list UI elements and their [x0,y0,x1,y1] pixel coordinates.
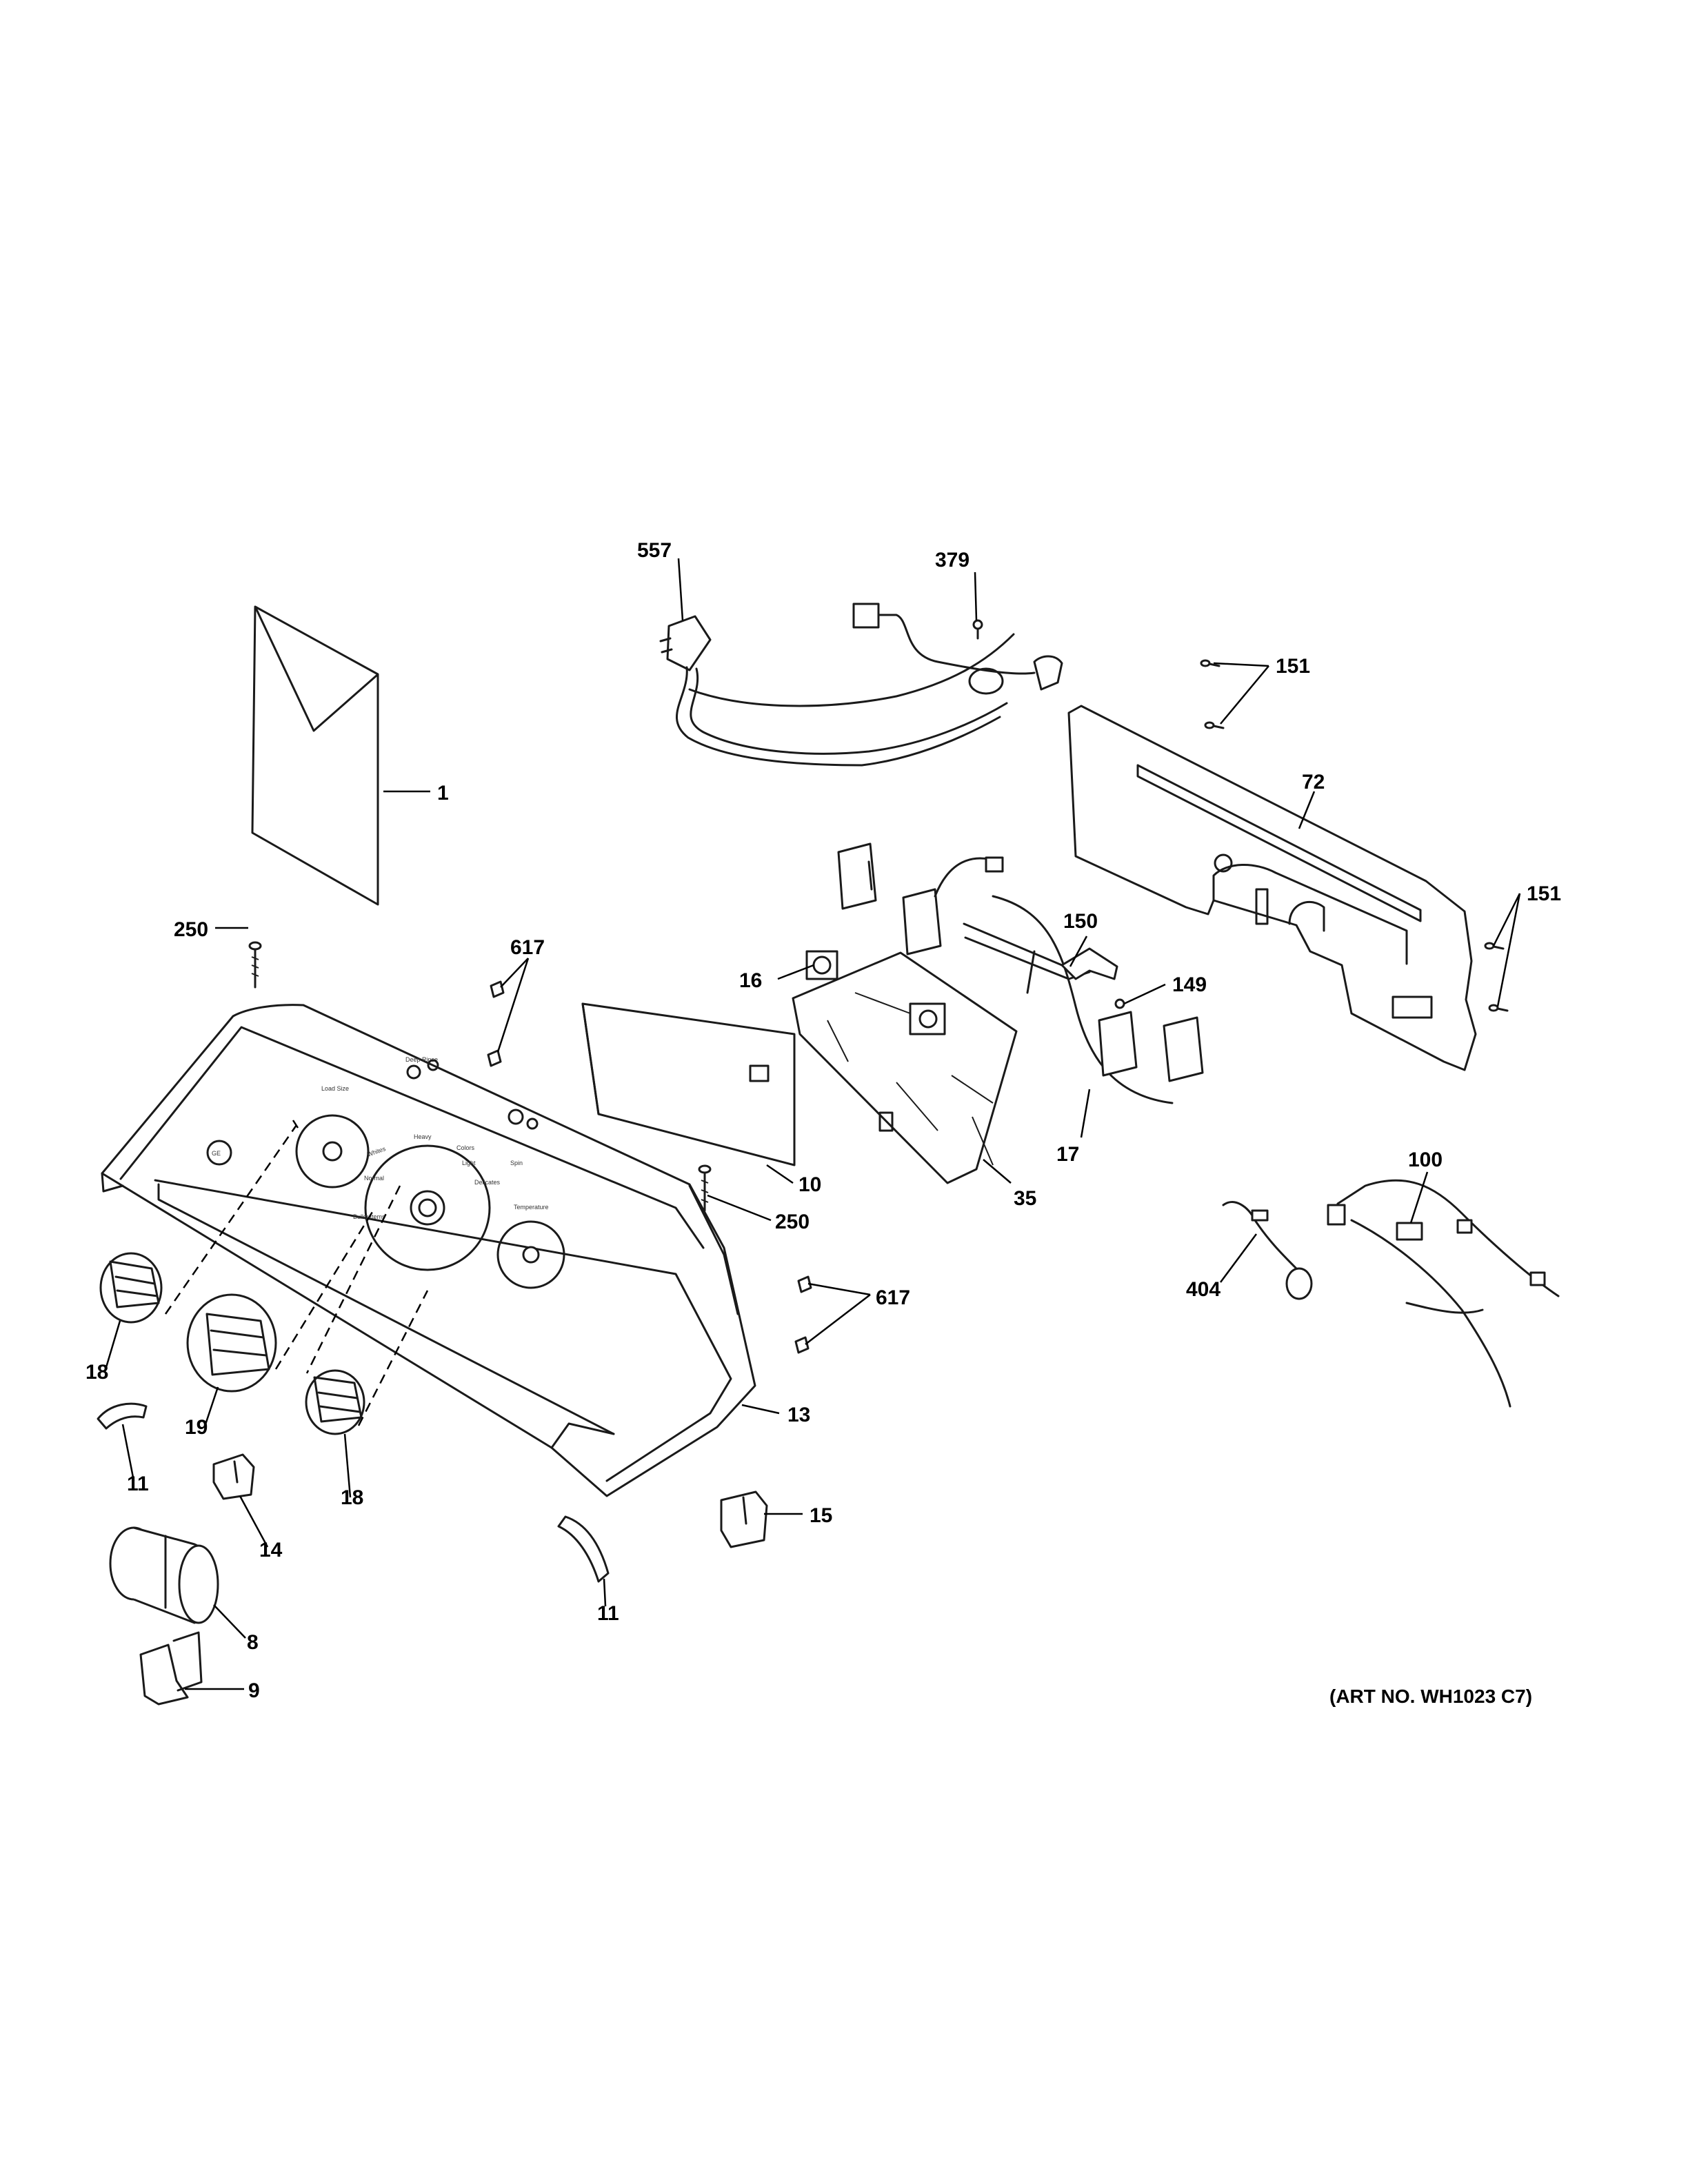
part-13-control-panel[interactable]: GE Load Size Whites Heavy Normal Colors … [101,1004,756,1497]
callout-250-left: 250 [174,918,208,941]
part-8-capacitor[interactable] [109,1526,219,1624]
temperature-label: Temperature [514,1204,549,1211]
callout-11-left: 11 [127,1473,149,1495]
part-18-knob-right[interactable] [305,1369,365,1435]
spin-label: Spin [510,1160,523,1166]
callout-404: 404 [1186,1278,1220,1301]
callout-8: 8 [247,1631,259,1654]
part-18-knob-left[interactable] [99,1252,163,1324]
part-151-screws-right[interactable] [1484,942,1509,1012]
soil-label-colors: Colors [456,1144,475,1151]
callout-14: 14 [259,1539,283,1561]
temperature-dial [496,1220,565,1289]
leader-lines [103,558,1521,1690]
part-250-screw-middle[interactable] [698,1164,712,1212]
callout-1: 1 [437,782,449,805]
soil-label-delicates: Delicates [474,1179,501,1186]
callout-17: 17 [1056,1143,1079,1166]
part-15-clip[interactable] [720,1490,768,1548]
load-size-dial [295,1114,370,1189]
callout-250-middle: 250 [775,1211,810,1233]
soil-label-heavy: Heavy [414,1133,432,1140]
part-100-wire-harness[interactable] [1327,1179,1560,1408]
callout-617-top: 617 [510,936,545,959]
part-557-power-cord[interactable] [659,603,1063,767]
ge-logo-text: GE [212,1150,221,1157]
callout-100: 100 [1408,1149,1443,1171]
soil-label-normal: Normal [364,1175,384,1182]
callout-9: 9 [248,1679,260,1702]
cycle-dial [364,1144,491,1271]
soil-label-light: Light [462,1160,476,1166]
part-151-screws-top[interactable] [1200,659,1225,729]
part-19-main-knob[interactable] [186,1293,277,1393]
part-11-trim-left[interactable] [97,1402,148,1430]
callout-13: 13 [787,1404,810,1426]
callout-10: 10 [798,1173,821,1196]
callout-617-lower: 617 [876,1286,910,1309]
callout-15: 15 [810,1504,832,1527]
callout-150: 150 [1063,910,1098,933]
callout-18-left: 18 [86,1361,108,1384]
ge-logo-icon [206,1140,232,1166]
callout-151-top: 151 [1276,655,1310,678]
part-617-clips-lower[interactable] [794,1275,812,1354]
part-9-bracket[interactable] [139,1631,203,1706]
callout-379: 379 [935,549,969,572]
part-14-clip[interactable] [212,1453,255,1500]
part-72-back-panel[interactable] [1067,705,1477,1071]
callout-16: 16 [739,969,762,992]
load-size-label: Load Size [321,1085,349,1092]
part-1-envelope[interactable] [251,605,379,906]
callout-35: 35 [1014,1187,1036,1210]
deep-rinse-label: Deep Rinse [405,1056,438,1063]
callout-19: 19 [185,1416,208,1439]
callout-11-right: 11 [597,1602,619,1625]
part-404-sensor[interactable] [1222,1201,1313,1300]
callout-151-right: 151 [1527,882,1561,905]
callout-labels: 1 250 617 557 379 151 72 151 150 149 16 … [86,539,1561,1702]
part-17-switch-harness[interactable] [837,842,1204,1104]
callout-72: 72 [1302,771,1325,793]
callout-557: 557 [637,539,672,562]
part-35-control-board[interactable] [792,950,1018,1184]
part-11-trim-right[interactable] [557,1515,610,1583]
part-10-panel-insert[interactable] [581,1002,796,1166]
part-250-screw-left[interactable] [248,941,262,989]
part-379-screw[interactable] [972,619,983,640]
part-617-clips-top[interactable] [487,980,505,1067]
callout-18-right: 18 [341,1486,363,1509]
callout-149: 149 [1172,973,1207,996]
art-number: (ART NO. WH1023 C7) [1329,1686,1532,1707]
assembly-lines [164,1120,429,1426]
